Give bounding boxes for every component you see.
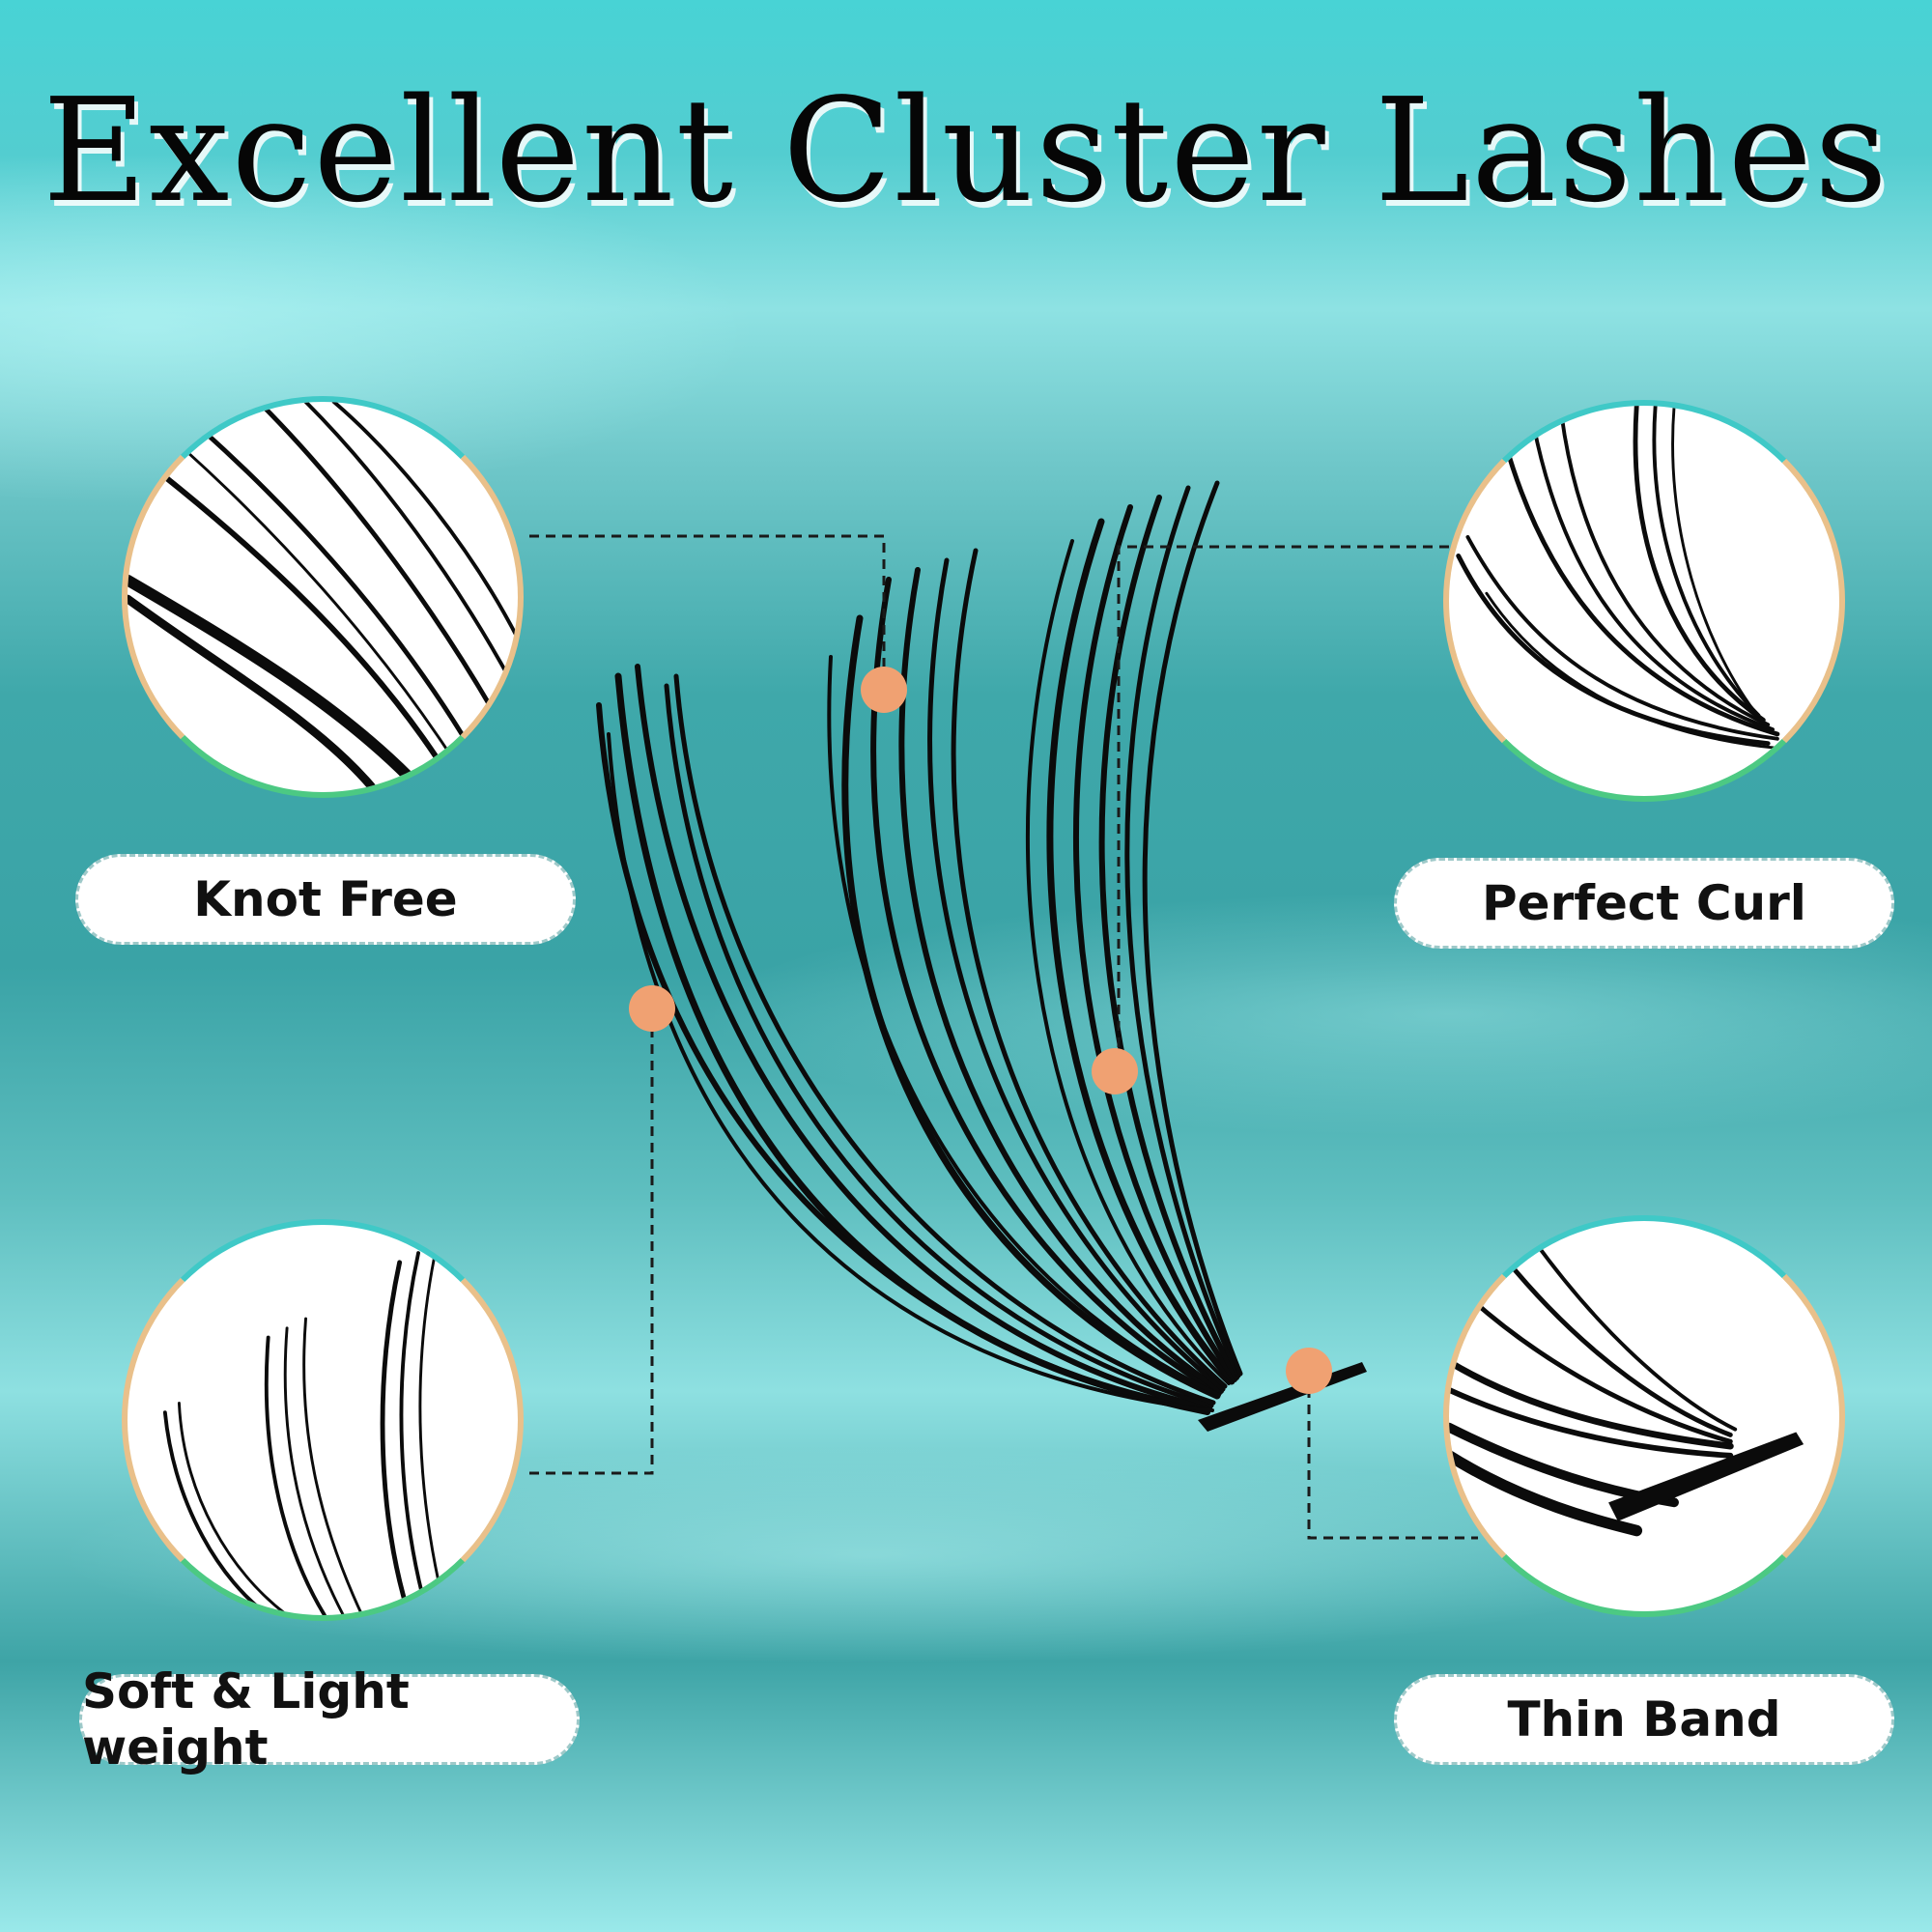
- soft-light-label: Soft & Light weight: [79, 1663, 580, 1776]
- callout-dot-soft-light: [629, 985, 675, 1032]
- perfect-curl-label: Perfect Curl: [1394, 858, 1894, 949]
- knot-free-closeup-image: [122, 396, 524, 798]
- knot-free-label: Knot Free: [75, 854, 576, 945]
- callout-dot-thin-band: [1286, 1348, 1332, 1394]
- perfect-curl-closeup-image: [1443, 400, 1845, 802]
- soft-light-closeup-image: [122, 1219, 524, 1621]
- thin-band-closeup-image: [1443, 1215, 1845, 1617]
- page-title: Excellent Cluster Lashes: [42, 68, 1890, 234]
- thin-band-label: Thin Band: [1394, 1674, 1894, 1765]
- callout-dot-perfect-curl: [1092, 1048, 1138, 1094]
- callout-dot-knot-free: [861, 667, 907, 713]
